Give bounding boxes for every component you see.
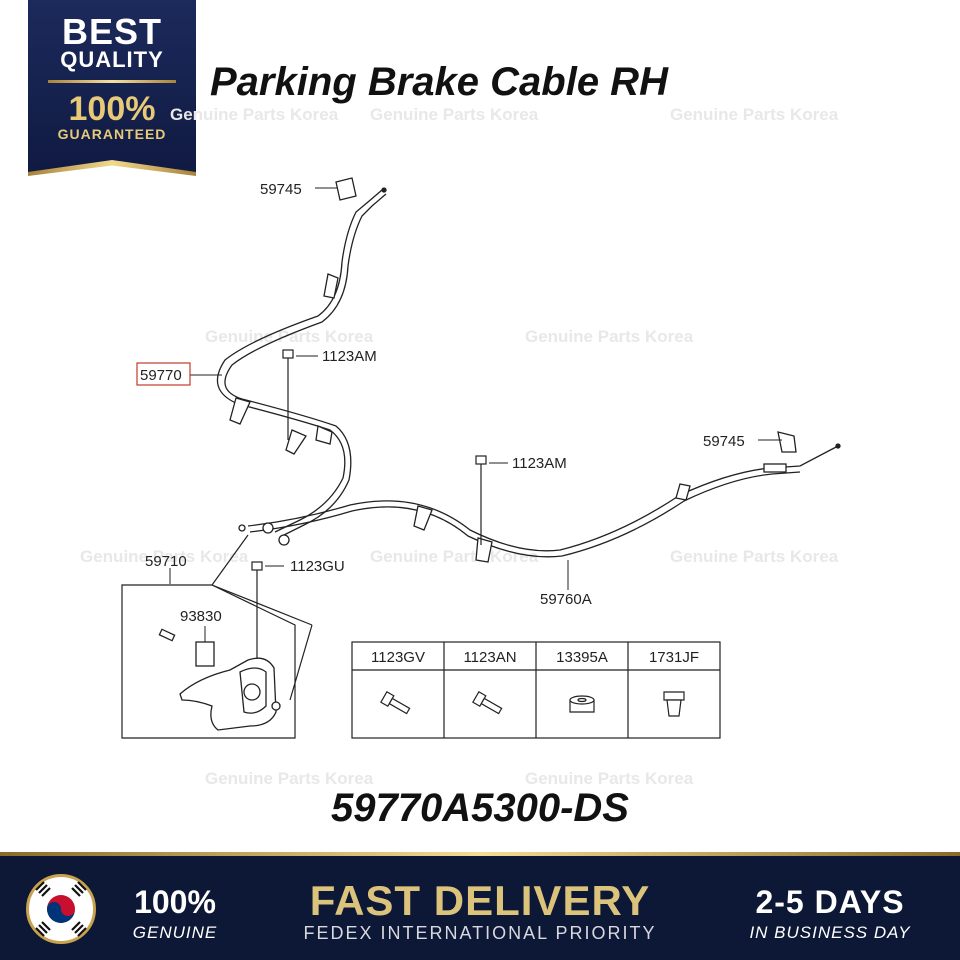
parts-table: 1123GV 1123AN 13395A 1731JF bbox=[351, 641, 721, 739]
watermark: Genuine Parts Korea bbox=[370, 105, 539, 124]
cable-rh bbox=[216, 189, 387, 538]
watermark: Genuine Parts Korea bbox=[205, 327, 374, 346]
watermark: Genuine Parts Korea bbox=[525, 327, 694, 346]
footer-genuine-label: GENUINE bbox=[132, 923, 218, 942]
label-clip-right: 59745 bbox=[703, 433, 745, 450]
nut-13395a-icon bbox=[569, 695, 595, 713]
table-header: 1731JF bbox=[649, 649, 699, 666]
badge-percent: 100% bbox=[68, 90, 156, 128]
watermark: Genuine Parts Korea bbox=[170, 105, 339, 124]
bolt-1123gv-icon bbox=[380, 690, 411, 715]
cable-fittings bbox=[229, 177, 841, 563]
table-header: 1123AN bbox=[463, 649, 516, 666]
highlight-box bbox=[136, 362, 191, 386]
footer-genuine-percent: 100% bbox=[134, 884, 216, 920]
label-clip-top: 59745 bbox=[260, 181, 302, 198]
watermark: Genuine Parts Korea bbox=[525, 769, 694, 788]
best-quality-badge bbox=[28, 0, 196, 172]
clip-1731jf-icon bbox=[663, 691, 685, 717]
label-lever-assy: 59710 bbox=[145, 553, 187, 570]
label-bolt-mid: 1123AM bbox=[512, 455, 567, 472]
part-number: 59770A5300-DS bbox=[331, 786, 629, 830]
watermark: Genuine Parts Korea bbox=[205, 769, 374, 788]
watermark: Genuine Parts Korea bbox=[670, 547, 839, 566]
table-header: 13395A bbox=[556, 649, 608, 666]
label-cable-lh: 59760A bbox=[540, 591, 592, 608]
bolts bbox=[251, 349, 487, 586]
product-title: Parking Brake Cable RH bbox=[210, 60, 668, 104]
badge-best: BEST bbox=[61, 11, 162, 52]
badge-guaranteed: GUARANTEED bbox=[57, 126, 167, 142]
label-bracket: 93830 bbox=[180, 608, 222, 625]
footer-days: 2-5 DAYS bbox=[755, 884, 905, 920]
leader-lines bbox=[169, 187, 782, 650]
label-cable-rh: 59770 bbox=[140, 367, 182, 384]
watermark: Genuine Parts Korea bbox=[670, 105, 839, 124]
bolt-1123an-icon bbox=[472, 690, 503, 715]
footer-banner bbox=[0, 852, 960, 960]
watermarks: Genuine Parts Korea Genuine Parts Korea … bbox=[80, 105, 839, 788]
watermark: Genuine Parts Korea bbox=[80, 547, 249, 566]
footer-fedex: FEDEX INTERNATIONAL PRIORITY bbox=[303, 923, 657, 943]
diagram-labels: 59745 59770 1123AM 59745 1123AM 59710 11… bbox=[140, 181, 745, 625]
footer-gold-line bbox=[0, 852, 960, 856]
label-bolt-upper: 1123AM bbox=[322, 348, 377, 365]
footer-fast-delivery: FAST DELIVERY bbox=[309, 877, 651, 924]
badge-quality: QUALITY bbox=[60, 47, 164, 72]
parking-brake-lever bbox=[158, 628, 281, 731]
cable-lh bbox=[247, 445, 839, 558]
badge-divider bbox=[48, 80, 176, 83]
flag-circle bbox=[26, 874, 96, 944]
label-bolt-lever: 1123GU bbox=[290, 558, 345, 575]
table-header: 1123GV bbox=[371, 649, 425, 666]
lever-assembly-box bbox=[121, 534, 313, 739]
footer-business-day: IN BUSINESS DAY bbox=[749, 923, 911, 942]
watermark: Genuine Parts Korea bbox=[370, 547, 539, 566]
